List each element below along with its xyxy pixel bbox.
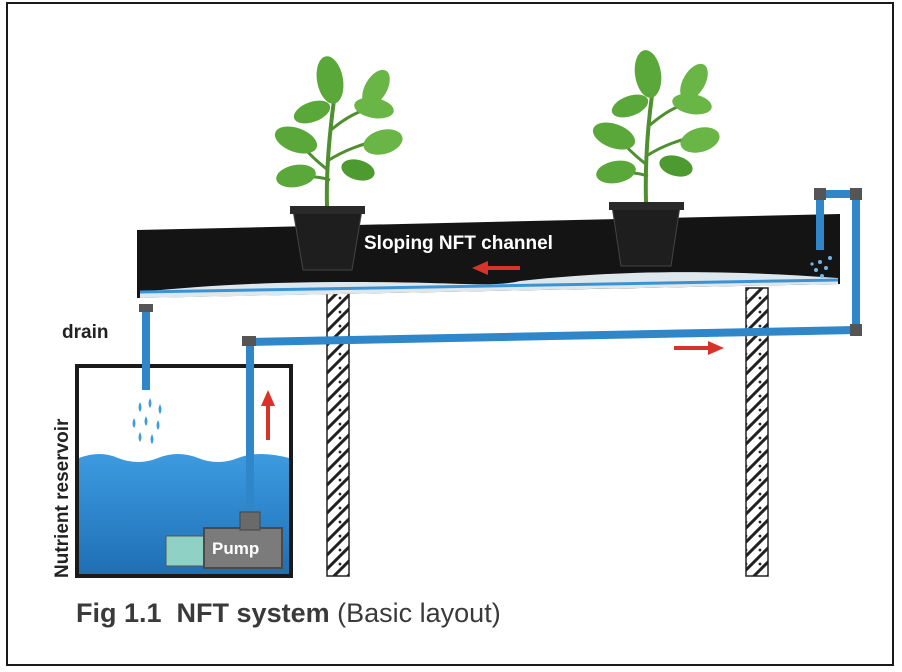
support-post-right — [745, 287, 769, 577]
figure-caption: Fig 1.1 NFT system (Basic layout) — [76, 598, 501, 629]
film-water-line — [139, 278, 839, 294]
plant-pot-right — [611, 205, 681, 267]
drain-fitting — [139, 304, 153, 312]
flow-arrow-up — [261, 390, 275, 440]
pump-outlet — [239, 511, 261, 531]
pump — [203, 527, 283, 569]
drain-drips — [132, 398, 162, 444]
flow-arrow-right — [674, 341, 724, 355]
support-post-left — [326, 291, 350, 577]
channel-label: Sloping NFT channel — [364, 233, 553, 254]
pipe-elbow-1 — [242, 336, 256, 346]
reservoir-label: Nutrient reservoir — [52, 418, 73, 578]
plant-left-icon — [274, 56, 403, 207]
caption-fig-number: Fig 1.1 — [76, 598, 162, 628]
pump-filter — [165, 535, 207, 567]
plant-pot-left — [292, 209, 363, 271]
drain-label: drain — [62, 322, 108, 343]
pipe-elbow-4 — [814, 188, 826, 200]
supply-pipe — [246, 190, 860, 516]
pump-label: Pump — [212, 539, 259, 558]
plant-right-icon — [592, 50, 720, 203]
inlet-spray — [810, 256, 832, 278]
pot-rim-right — [609, 202, 684, 210]
pipe-elbow-3 — [850, 188, 862, 200]
pot-rim-left — [290, 206, 365, 214]
pipe-elbow-2 — [850, 324, 862, 336]
flow-arrow-channel — [472, 261, 520, 275]
caption-title: NFT system — [176, 598, 330, 628]
caption-subtitle: (Basic layout) — [337, 598, 501, 628]
